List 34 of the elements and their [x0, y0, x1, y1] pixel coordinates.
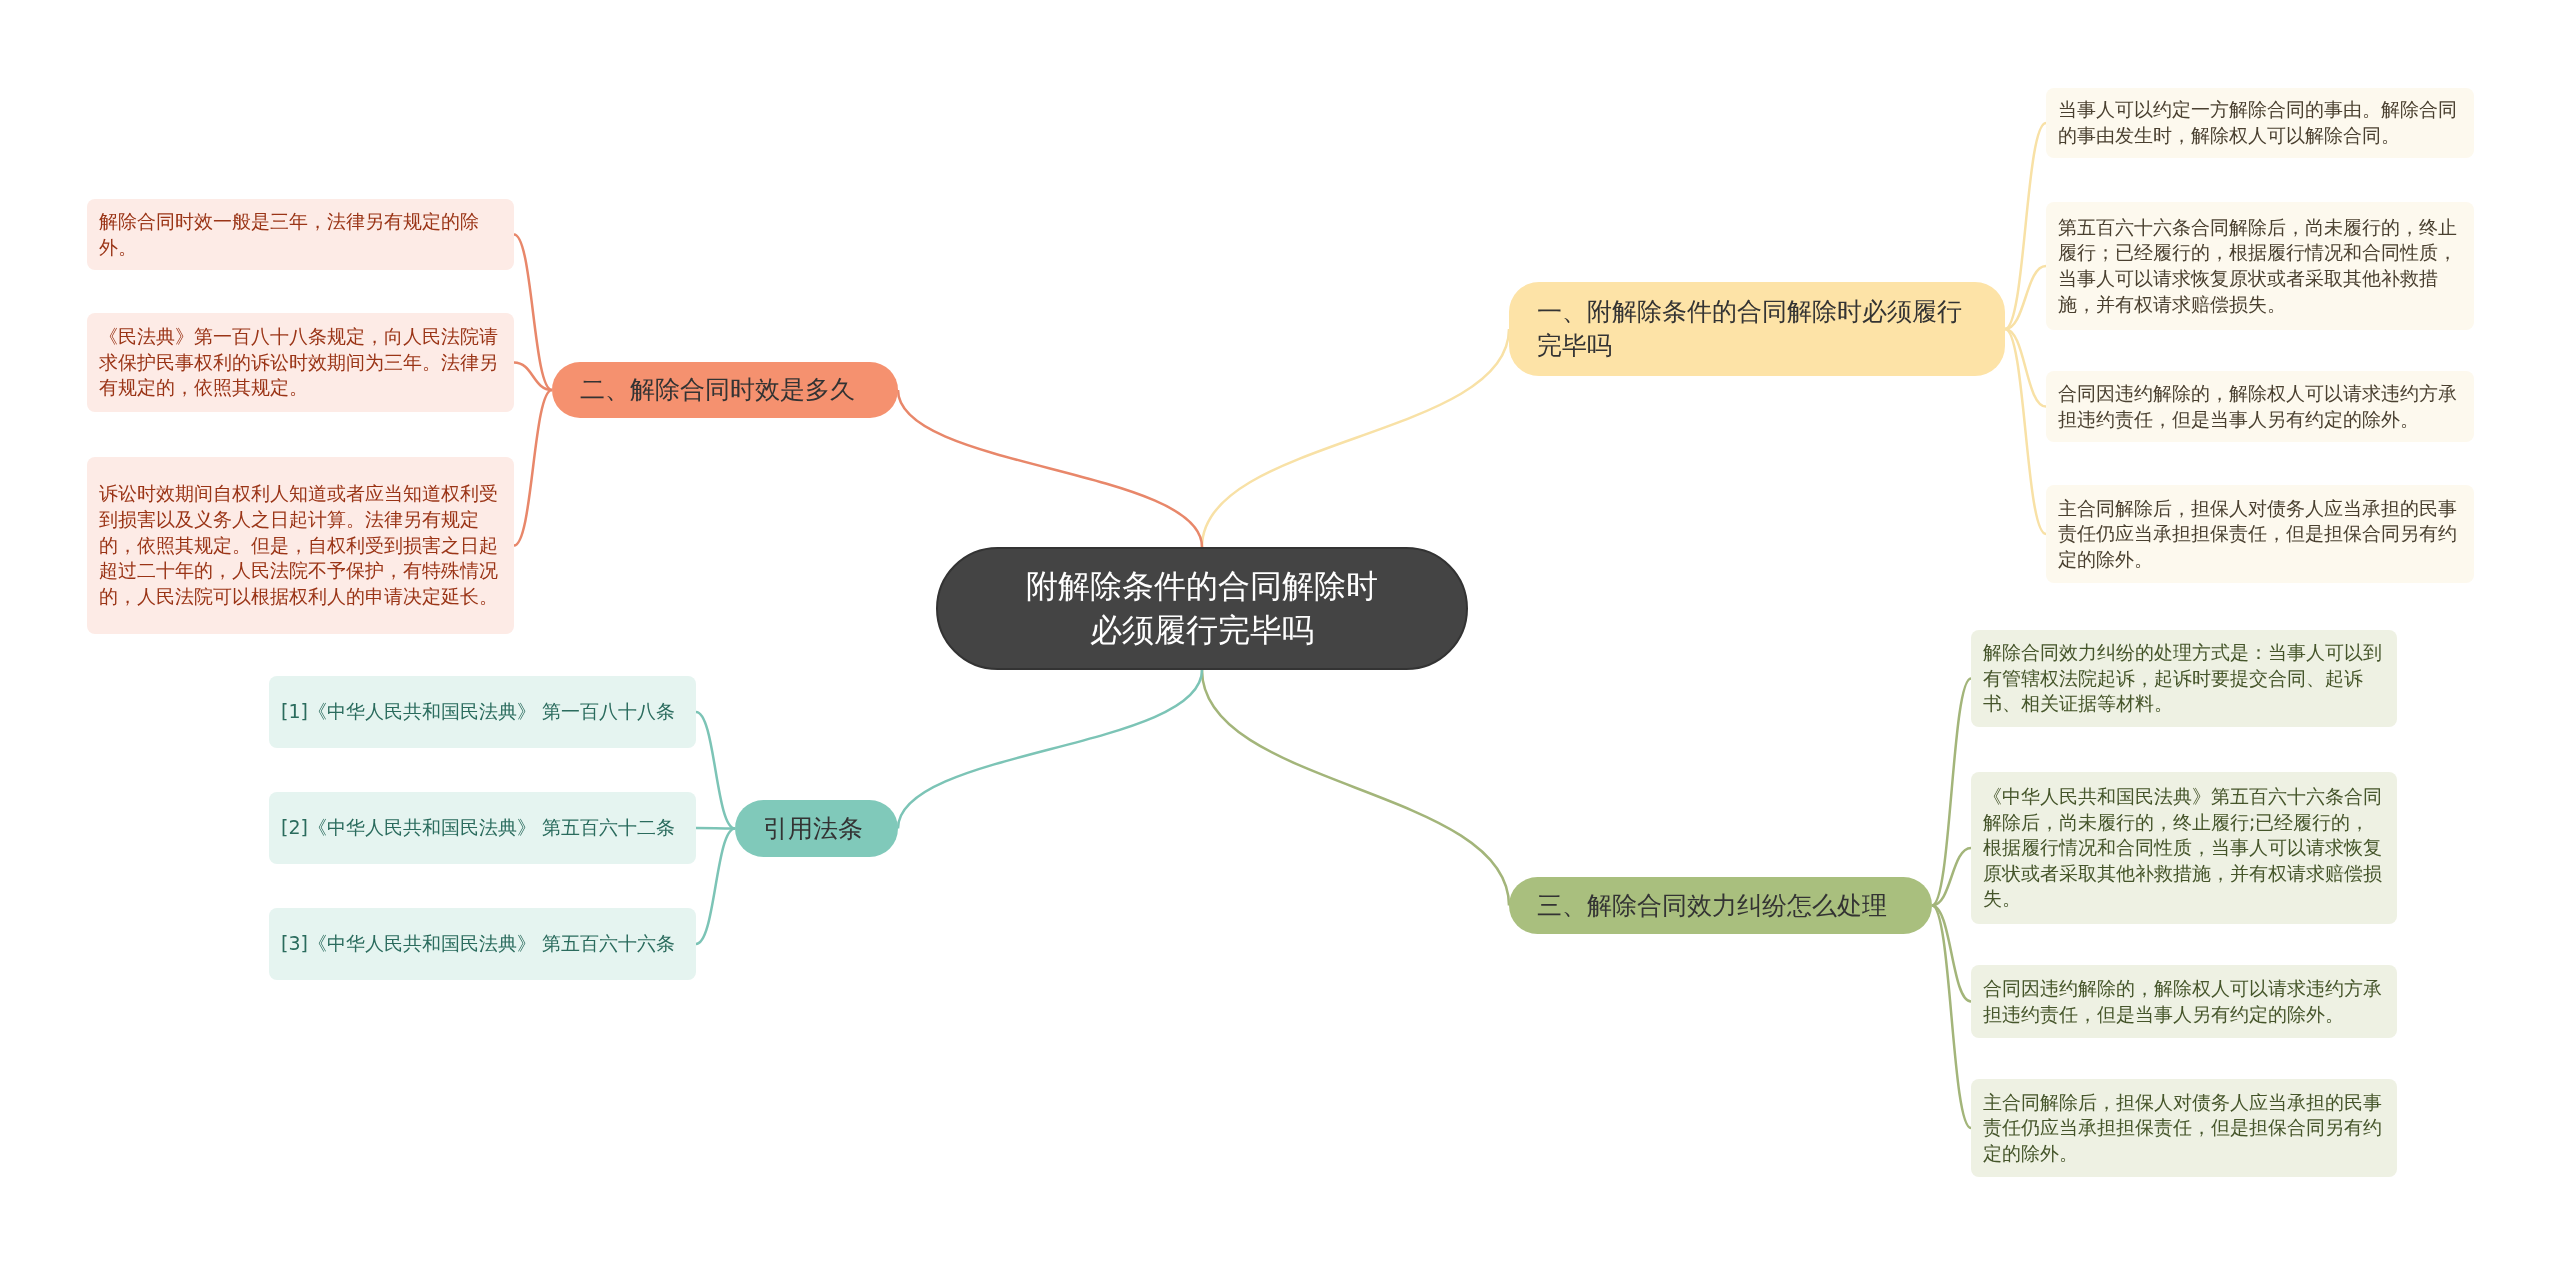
note-card: 主合同解除后，担保人对债务人应当承担的民事责任仍应当承担担保责任，但是担保合同另有约定的除外。	[2046, 485, 2474, 583]
note-card: [1]《中华人民共和国民法典》 第一百八十八条	[269, 676, 696, 748]
note-card: 诉讼时效期间自权利人知道或者应当知道权利受到损害以及义务人之日起计算。法律另有规定的，依照其规定。但是，自权利受到损害之日起超过二十年的，人民法院不予保护，有特殊情况的，人民法院可以根据权利人的申请决定延长。	[87, 457, 514, 634]
connector-line	[896, 669, 1204, 829]
connector-line	[695, 710, 736, 830]
connector-line	[696, 826, 735, 830]
note-card: 解除合同效力纠纷的处理方式是：当事人可以到有管辖权法院起诉，起诉时要提交合同、起诉书、相关证据等材料。	[1971, 630, 2397, 727]
note-card: 第五百六十六条合同解除后，尚未履行的，终止履行；已经履行的，根据履行情况和合同性质，当事人可以请求恢复原状或者采取其他补救措施，并有权请求赔偿损失。	[2046, 202, 2474, 330]
note-card: 《中华人民共和国民法典》第五百六十六条合同解除后，尚未履行的，终止履行;已经履行的，根据履行情况和合同性质，当事人可以请求恢复原状或者采取其他补救措施，并有权请求赔偿损失。	[1971, 772, 2397, 924]
note-card: 当事人可以约定一方解除合同的事由。解除合同的事由发生时，解除权人可以解除合同。	[2046, 88, 2474, 158]
branch-topic: 二、解除合同时效是多久	[552, 362, 898, 418]
connector-line	[695, 827, 736, 946]
connector-line	[1931, 677, 1972, 907]
connector-line	[2004, 327, 2047, 408]
note-card: 主合同解除后，担保人对债务人应当承担的民事责任仍应当承担担保责任，但是担保合同另有约定的除外。	[1971, 1079, 2397, 1177]
branch-topic: 引用法条	[735, 800, 898, 857]
connector-line	[1931, 904, 1972, 1129]
connector-line	[513, 388, 553, 547]
branch-topic: 三、解除合同效力纠纷怎么处理	[1509, 877, 1932, 934]
central-topic: 附解除条件的合同解除时必须履行完毕吗	[936, 547, 1468, 670]
note-card: 解除合同时效一般是三年，法律另有规定的除外。	[87, 199, 514, 270]
note-card: 合同因违约解除的，解除权人可以请求违约方承担违约责任，但是当事人另有约定的除外。	[2046, 371, 2474, 442]
connector-line	[513, 233, 553, 392]
connector-line	[2004, 328, 2047, 535]
note-card: 合同因违约解除的，解除权人可以请求违约方承担违约责任，但是当事人另有约定的除外。	[1971, 965, 2397, 1038]
connector-line	[2004, 264, 2047, 331]
note-card: [2]《中华人民共和国民法典》 第五百六十二条	[269, 792, 696, 864]
connector-line	[513, 361, 553, 392]
connector-line	[896, 389, 1204, 548]
branch-topic: 一、附解除条件的合同解除时必须履行完毕吗	[1509, 282, 2005, 376]
note-card: 《民法典》第一百八十八条规定，向人民法院请求保护民事权利的诉讼时效期间为三年。法律另有规定的，依照其规定。	[87, 313, 514, 412]
connector-line	[1931, 904, 1972, 1003]
connector-line	[2004, 122, 2047, 330]
note-card: [3]《中华人民共和国民法典》 第五百六十六条	[269, 908, 696, 980]
